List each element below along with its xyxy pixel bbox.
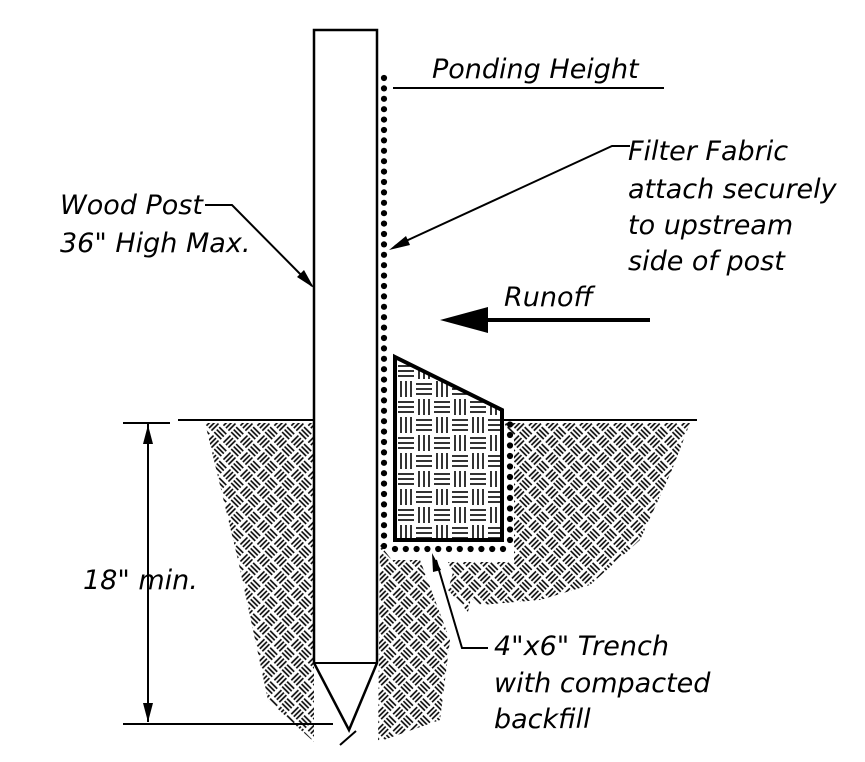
filter-fabric-leader (394, 145, 630, 247)
fabric-dot (506, 473, 514, 481)
fabric-dot (380, 542, 388, 550)
soil-hatch-left (205, 423, 314, 742)
fabric-dot (391, 545, 399, 553)
fabric-dot (506, 536, 514, 544)
trench-leader (435, 559, 488, 649)
fabric-dot (380, 262, 388, 269)
ponding-height-label: Ponding Height (432, 54, 640, 85)
fabric-dot (506, 526, 514, 533)
fabric-dot (380, 355, 388, 362)
fabric-dot (380, 272, 388, 279)
fabric-dot (380, 470, 388, 477)
fabric-dot (402, 545, 409, 553)
fabric-dot (380, 230, 388, 238)
fabric-dot (380, 210, 388, 217)
soil-hatch-under-trench (448, 562, 540, 605)
fabric-dot (380, 522, 388, 529)
fabric-dot (380, 438, 388, 446)
fabric-dot (380, 147, 388, 154)
fabric-dot (456, 545, 463, 553)
depth-dimension-label: 18" min. (83, 565, 198, 596)
trench-backfill (393, 353, 504, 542)
dimension-bottom-arrowhead (143, 703, 153, 722)
fabric-dot (506, 463, 514, 470)
fabric-dot (380, 85, 388, 92)
fabric-dot (506, 505, 514, 512)
fabric-dot (380, 324, 388, 331)
soil-hatch-around-post (378, 545, 450, 742)
fabric-dot (380, 199, 388, 206)
fabric-dot (380, 116, 388, 123)
fabric-dot (380, 459, 388, 466)
fabric-dot (380, 241, 388, 248)
fabric-dot (380, 501, 388, 508)
fabric-dot (467, 545, 474, 553)
filter-fabric-arrowhead (389, 236, 410, 250)
fabric-dot (380, 532, 388, 539)
fabric-dot (506, 421, 514, 428)
fabric-dot (380, 282, 388, 290)
runoff-arrowhead (440, 307, 488, 333)
fabric-dot (506, 431, 514, 439)
fabric-dot (380, 490, 388, 498)
fabric-dot (380, 189, 388, 196)
fabric-dot (506, 494, 514, 502)
fabric-dot (445, 545, 453, 553)
fabric-dot (506, 442, 514, 449)
fabric-dot (380, 74, 388, 82)
fabric-dot (506, 515, 514, 523)
fabric-dot (380, 158, 388, 165)
fabric-dot (380, 376, 388, 383)
fabric-dot (435, 545, 442, 553)
fabric-dot (380, 449, 388, 456)
trench-label-3: backfill (494, 704, 591, 735)
trench-label-1: 4"x6" Trench (494, 631, 669, 662)
fabric-dot (380, 407, 388, 414)
fabric-dot (380, 220, 388, 227)
wood-post-label-2: 36" High Max. (60, 228, 250, 259)
fabric-dot (506, 452, 514, 460)
fabric-dot (424, 545, 431, 553)
fabric-dot (489, 545, 496, 553)
fabric-dot (380, 95, 388, 102)
wood-post-label-1: Wood Post (60, 190, 204, 221)
filter-fabric-label-3: to upstream (628, 210, 793, 241)
fabric-dot (380, 480, 388, 487)
fabric-dot (380, 126, 388, 134)
fabric-dot (380, 418, 388, 425)
filter-fabric-label-4: side of post (628, 246, 786, 277)
wood-post-arrowhead (297, 270, 314, 288)
fabric-dot (380, 314, 388, 321)
fabric-dot (380, 397, 388, 404)
wood-post (312, 28, 379, 733)
fabric-dot (380, 168, 388, 175)
post-tip-extension (339, 730, 357, 746)
trench-label-2: with compacted (494, 668, 711, 699)
wood-post-leader (205, 204, 313, 287)
fabric-dot (380, 334, 388, 342)
fabric-dot (380, 511, 388, 518)
fabric-dot (380, 303, 388, 310)
fabric-dot (380, 293, 388, 300)
fabric-dot (380, 386, 388, 394)
fabric-dot (413, 545, 420, 553)
runoff-label: Runoff (504, 282, 596, 313)
trench-arrowhead (432, 553, 441, 572)
filter-fabric (380, 74, 514, 553)
fabric-dot (380, 106, 388, 113)
fabric-dot (380, 137, 388, 144)
dimension-top-arrowhead (143, 425, 153, 444)
fabric-dot (380, 178, 388, 186)
filter-fabric-label-1: Filter Fabric (628, 136, 788, 167)
fabric-dot (380, 251, 388, 258)
fabric-dot (506, 484, 514, 491)
fabric-dot (380, 428, 388, 435)
fabric-dot (499, 545, 507, 553)
filter-fabric-label-2: attach securely (628, 174, 838, 205)
fabric-dot (380, 366, 388, 373)
fabric-dot (380, 345, 388, 352)
fabric-dot (478, 545, 485, 553)
